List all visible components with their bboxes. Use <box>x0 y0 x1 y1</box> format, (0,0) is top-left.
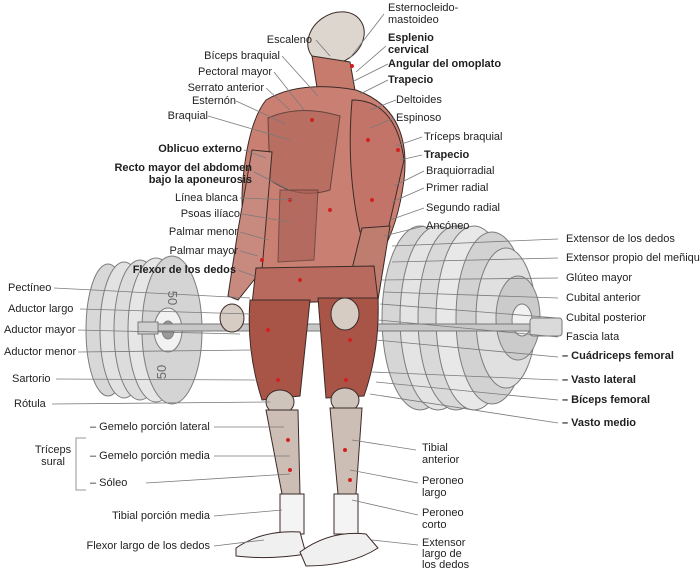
label-tibial-anterior: Tibial anterior <box>422 442 459 466</box>
label-esplenio-cervical: Esplenio cervical <box>388 32 434 56</box>
label-linea-blanca: Línea blanca <box>130 192 238 204</box>
label-pectineo: Pectíneo <box>8 282 51 294</box>
label-biceps-braquial: Bíceps braquial <box>170 50 280 62</box>
label-palmar-menor: Palmar menor <box>130 226 238 238</box>
label-gemelo-lateral: – Gemelo porción lateral <box>90 421 210 433</box>
label-trapecio-1: Trapecio <box>388 74 433 86</box>
label-vasto-medio: – Vasto medio <box>562 417 636 429</box>
label-anconeo: Ancóneo <box>426 220 469 232</box>
label-soleo: – Sóleo <box>90 477 127 489</box>
label-triceps-sural: Tríceps sural <box>28 444 78 468</box>
label-oblicuo-externo: Oblicuo externo <box>110 143 242 155</box>
label-escaleno: Escaleno <box>216 34 312 46</box>
left-plate-number-bottom: 50 <box>154 365 169 379</box>
label-extensor-dedos: Extensor de los dedos <box>566 233 675 245</box>
label-pectoral-mayor: Pectoral mayor <box>170 66 272 78</box>
label-extensor-propio: Extensor propio del meñique <box>566 252 700 264</box>
right-weight-plates <box>382 226 540 410</box>
label-esternocleido: Esternocleido- mastoideo <box>388 2 458 26</box>
label-flexor-largo: Flexor largo de los dedos <box>60 540 210 552</box>
label-flexor-dedos: Flexor de los dedos <box>100 264 236 276</box>
label-aductor-mayor: Aductor mayor <box>4 324 76 336</box>
label-braquial: Braquial <box>130 110 208 122</box>
label-trapecio-2: Trapecio <box>424 149 469 161</box>
label-primer-radial: Primer radial <box>426 182 488 194</box>
label-biceps-femoral: – Bíceps femoral <box>562 394 650 406</box>
label-vasto-lateral: – Vasto lateral <box>562 374 636 386</box>
label-recto-mayor: Recto mayor del abdomen bajo la aponeuro… <box>84 162 252 186</box>
label-braquiorradial: Braquiorradial <box>426 165 494 177</box>
label-triceps-braquial: Tríceps braquial <box>424 131 502 143</box>
label-cubital-posterior: Cubital posterior <box>566 312 646 324</box>
label-rotula: Rótula <box>14 398 46 410</box>
label-psoas-iliaco: Psoas ilíaco <box>130 208 240 220</box>
label-cuadriceps-femoral: – Cuádriceps femoral <box>562 350 674 362</box>
label-extensor-largo: Extensor largo de los dedos <box>422 538 469 571</box>
label-gemelo-media: – Gemelo porción media <box>90 450 210 462</box>
label-cubital-anterior: Cubital anterior <box>566 292 641 304</box>
label-deltoides: Deltoides <box>396 94 442 106</box>
left-plate-number-top: 50 <box>165 291 180 305</box>
label-palmar-mayor: Palmar mayor <box>130 245 238 257</box>
label-aductor-largo: Aductor largo <box>8 303 73 315</box>
label-espinoso: Espinoso <box>396 112 441 124</box>
label-gluteo-mayor: Glúteo mayor <box>566 272 632 284</box>
label-fascia-lata: Fascia lata <box>566 331 619 343</box>
label-sartorio: Sartorio <box>12 373 51 385</box>
label-peroneo-corto: Peroneo corto <box>422 507 464 531</box>
label-angular-omoplato: Angular del omoplato <box>388 58 501 70</box>
label-segundo-radial: Segundo radial <box>426 202 500 214</box>
label-esternon: Esternón <box>150 95 236 107</box>
label-tibial-media: Tibial porción media <box>80 510 210 522</box>
label-serrato-anterior: Serrato anterior <box>150 82 264 94</box>
label-peroneo-largo: Peroneo largo <box>422 475 464 499</box>
label-aductor-menor: Aductor menor <box>4 346 76 358</box>
